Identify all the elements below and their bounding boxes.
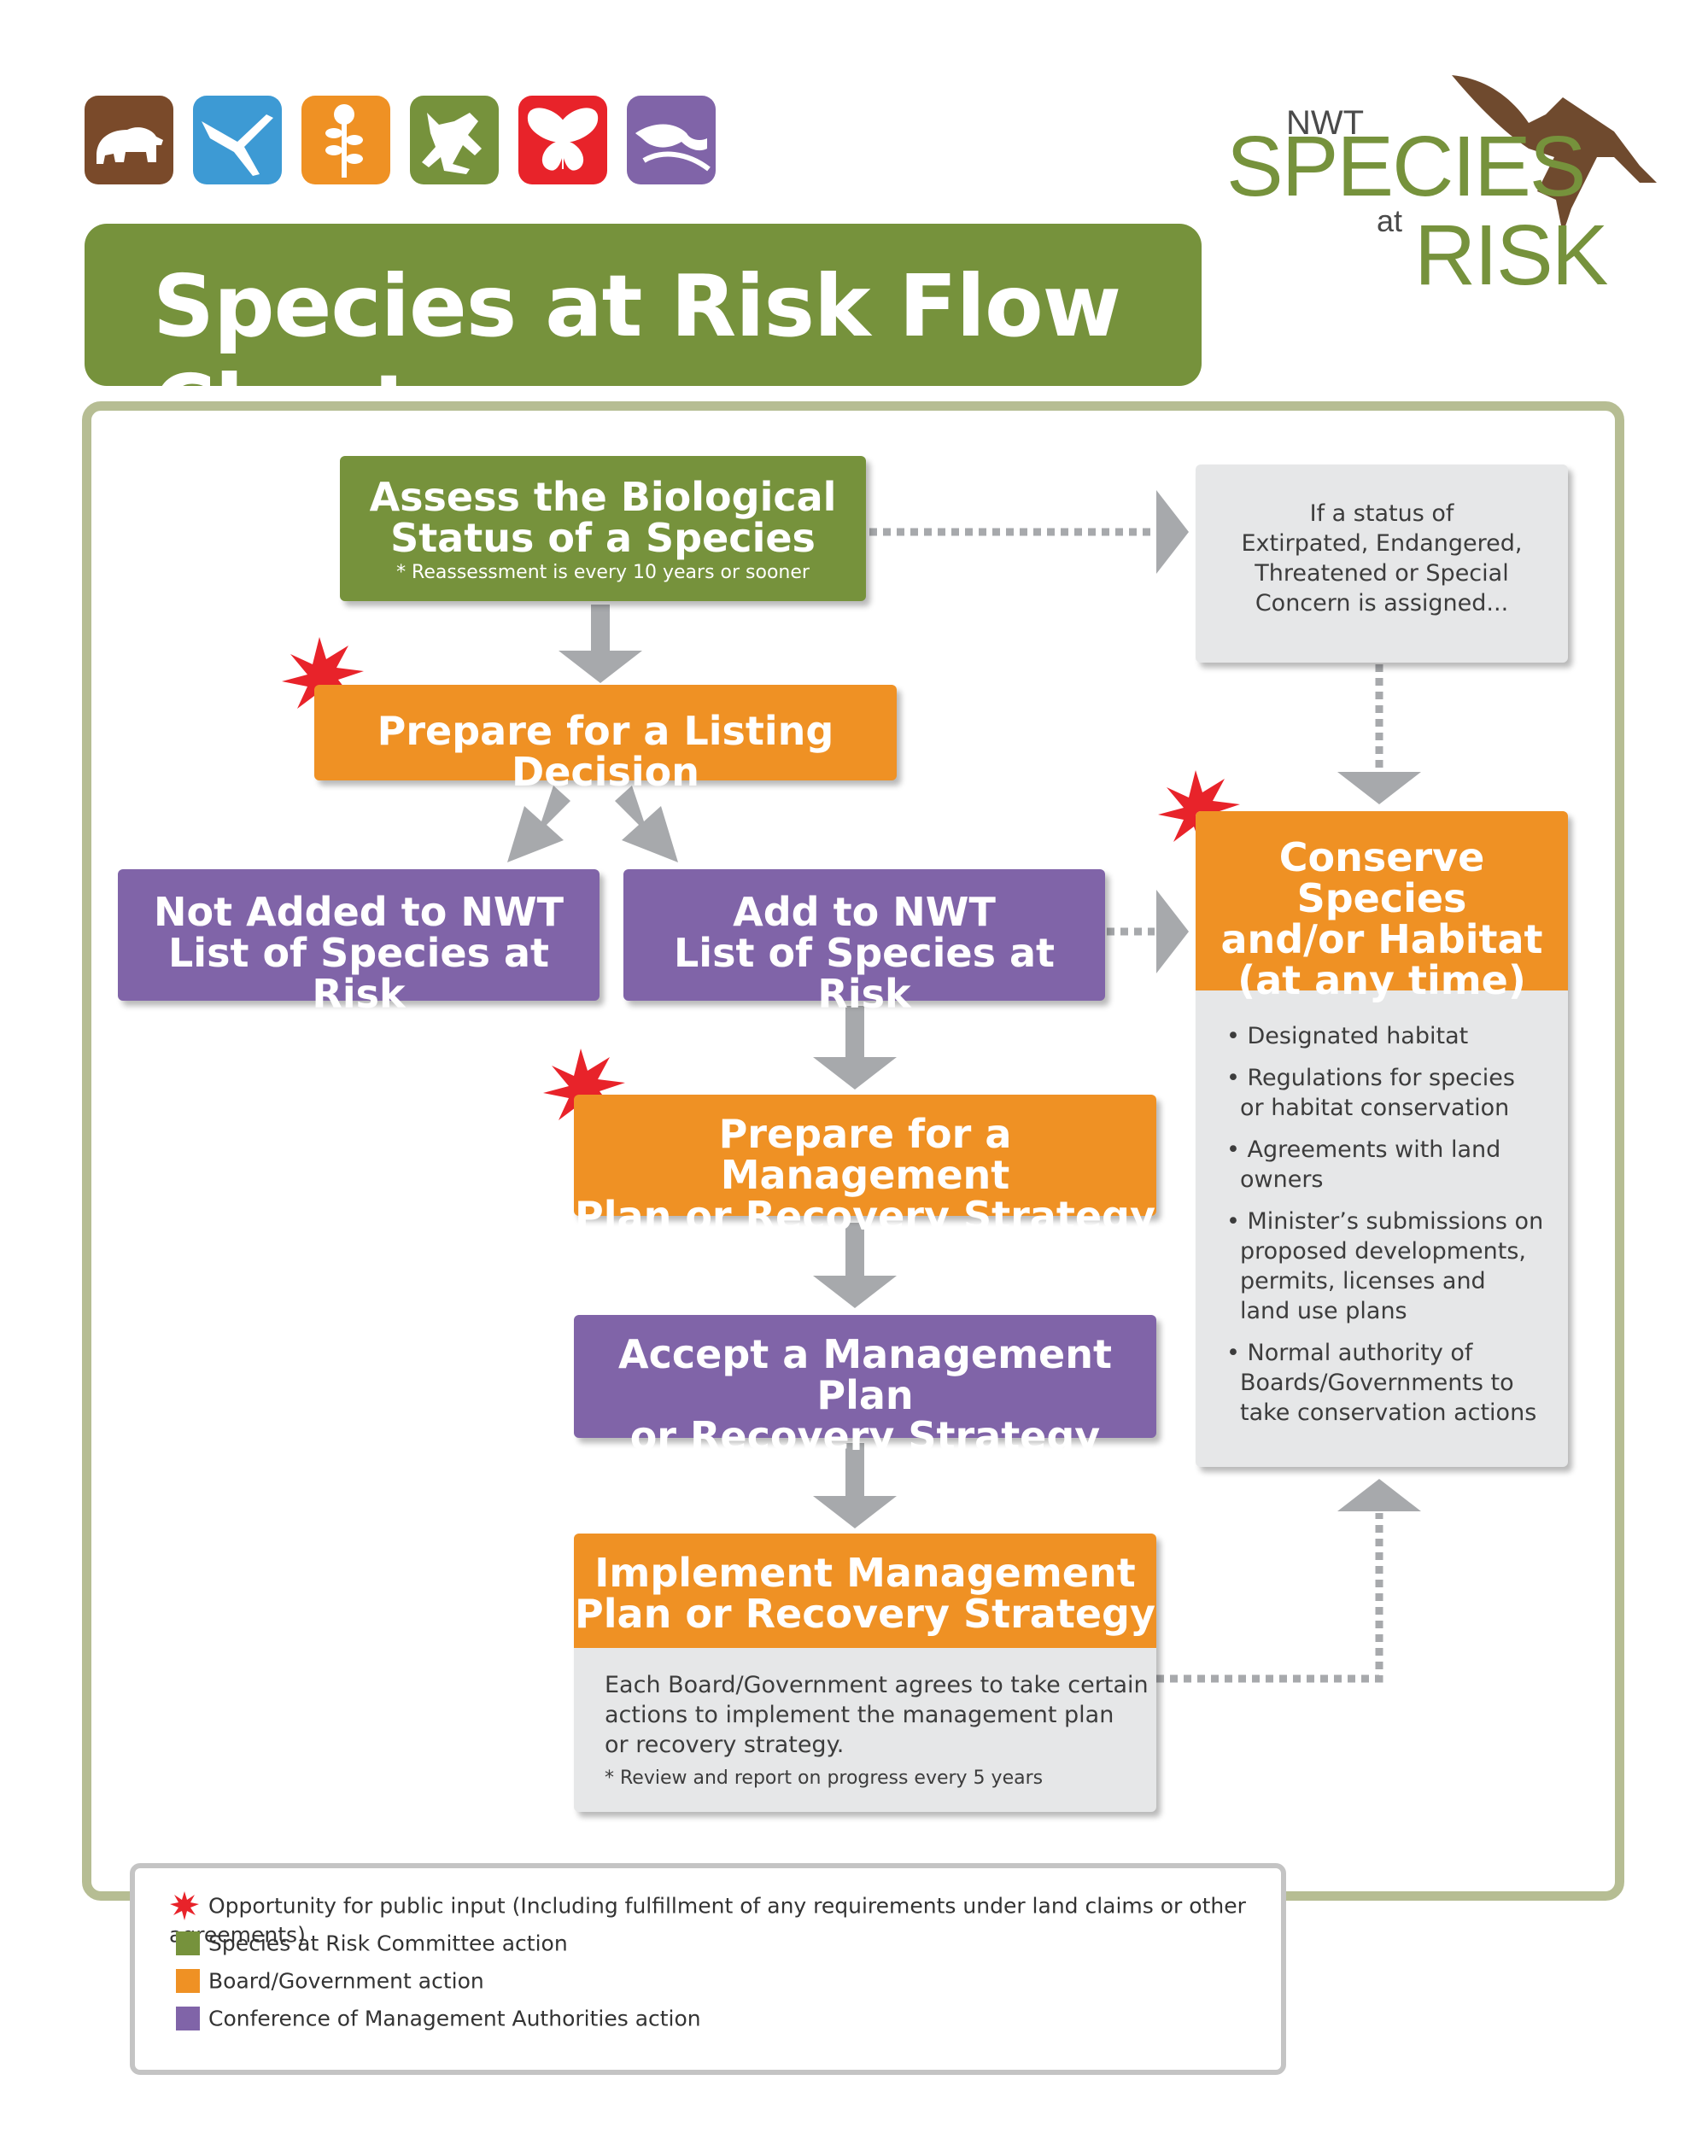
node-status-line3: Threatened or Special [1255, 560, 1509, 587]
conserve-bullet-line: take conservation actions [1240, 1399, 1537, 1426]
arrow-assess-to-status-head [1156, 490, 1189, 574]
arrow-listing-to-not-added [507, 786, 570, 862]
conserve-bullet-item: • Normal authority of Boards/Governments… [1226, 1338, 1568, 1428]
arrow-assess-to-listing [591, 605, 610, 656]
node-not-added-line2: List of Species at Risk [167, 930, 549, 1017]
node-listing-label: Prepare for a Listing Decision [377, 708, 834, 795]
arrow-implement-to-conserve-head [1337, 1479, 1421, 1511]
plant-icon [301, 96, 390, 184]
arrow-prepare-to-accept [845, 1223, 864, 1277]
starburst-icon-prepare-plan [543, 1049, 625, 1129]
conserve-bullet-item: • Minister’s submissions on proposed dev… [1226, 1207, 1568, 1326]
node-accept-plan-line1: Accept a Management Plan [618, 1331, 1112, 1418]
arrow-accept-to-implement-head [813, 1496, 897, 1528]
node-conserve-header: Conserve Species and/or Habitat (at any … [1196, 811, 1568, 1001]
legend-conference: Conference of Management Authorities act… [208, 2006, 701, 2031]
node-not-added: Not Added to NWT List of Species at Risk [118, 869, 600, 1014]
node-implement-header: Implement Management Plan or Recovery St… [574, 1534, 1156, 1648]
arrow-add-to-prepare-head [813, 1057, 897, 1090]
logo-nwt: NWT [1286, 104, 1365, 142]
starburst-icon-conserve [1158, 770, 1240, 850]
legend: Opportunity for public input (Including … [130, 1863, 1286, 2075]
node-status-line2: Extirpated, Endangered, [1241, 530, 1523, 557]
node-implement-note: * Review and report on progress every 5 … [605, 1767, 1044, 1789]
conserve-bullet-line: owners [1240, 1166, 1324, 1193]
node-conserve-line1: Conserve Species [1278, 834, 1485, 921]
arrow-accept-to-implement [845, 1443, 864, 1498]
conserve-bullet-item: • Agreements with land owners [1226, 1135, 1568, 1195]
raven-logo-icon [1452, 75, 1657, 234]
node-assess-note: * Reassessment is every 10 years or soon… [396, 562, 810, 583]
conserve-bullet-line: proposed developments, [1240, 1238, 1526, 1265]
node-accept-plan: Accept a Management Plan or Recovery Str… [574, 1315, 1156, 1457]
legend-row-board: Board/Government action [176, 1967, 484, 1994]
arrow-listing-to-add [615, 786, 678, 862]
node-status: If a status of Extirpated, Endangered, T… [1196, 465, 1568, 663]
starburst-icon [170, 1891, 199, 1920]
arrow-prepare-to-accept-head [813, 1276, 897, 1308]
legend-committee: Species at Risk Committee action [208, 1931, 568, 1956]
node-add-line1: Add to NWT [733, 889, 996, 935]
conserve-bullet-line: permits, licenses and [1240, 1268, 1486, 1294]
butterfly-icon [518, 96, 607, 184]
node-accept-plan-line2: or Recovery Strategy [629, 1413, 1101, 1459]
logo-species: SPECIES [1226, 119, 1586, 214]
node-add: Add to NWT List of Species at Risk [623, 869, 1105, 1014]
node-add-line2: List of Species at Risk [673, 930, 1055, 1017]
arrow-add-to-prepare [845, 1006, 864, 1060]
conserve-bullet-line: • Normal authority of [1226, 1340, 1473, 1366]
conserve-bullet-line: • Regulations for species [1226, 1065, 1515, 1091]
conserve-bullet-list: • Designated habitat • Regulations for sp… [1196, 990, 1568, 1428]
node-implement-line2: Plan or Recovery Strategy [575, 1591, 1155, 1637]
node-prepare-plan: Prepare for a Management Plan or Recover… [574, 1095, 1156, 1236]
bird-icon [193, 96, 282, 184]
node-status-line4: Concern is assigned... [1255, 590, 1509, 616]
fish-icon [627, 96, 716, 184]
node-implement-body3: or recovery strategy. [605, 1732, 845, 1758]
node-implement: Implement Management Plan or Recovery St… [574, 1534, 1156, 1812]
conserve-bullet-line: • Designated habitat [1226, 1023, 1469, 1049]
conserve-bullet-line: • Agreements with land [1226, 1136, 1501, 1163]
conserve-bullet-line: • Minister’s submissions on [1226, 1208, 1544, 1235]
conserve-bullet-line: land use plans [1240, 1298, 1407, 1324]
node-assess-line2: Status of a Species [390, 515, 816, 561]
conserve-bullet-line: Boards/Governments to [1240, 1370, 1514, 1396]
logo-at: at [1377, 203, 1403, 238]
legend-swatch-green [176, 1931, 200, 1955]
node-assess: Assess the Biological Status of a Specie… [340, 456, 866, 601]
node-implement-body2: actions to implement the management plan [605, 1702, 1114, 1728]
logo-risk: RISK [1414, 207, 1608, 303]
logo: NWT SPECIES at RISK [1221, 55, 1665, 311]
legend-swatch-orange [176, 1969, 200, 1993]
arrow-assess-to-listing-head [559, 651, 642, 683]
node-conserve: Conserve Species and/or Habitat (at any … [1196, 811, 1568, 1467]
node-prepare-plan-line2: Plan or Recovery Strategy [575, 1193, 1155, 1239]
bear-icon [85, 96, 173, 184]
node-status-line1: If a status of [1309, 500, 1454, 527]
legend-row-conference: Conference of Management Authorities act… [176, 2005, 701, 2031]
arrow-add-to-conserve-head [1156, 890, 1189, 973]
node-listing: Prepare for a Listing Decision [314, 685, 897, 792]
legend-board: Board/Government action [208, 1968, 484, 1994]
node-not-added-line1: Not Added to NWT [154, 889, 564, 935]
legend-swatch-purple [176, 2007, 200, 2030]
arrow-status-to-conserve-head [1337, 772, 1421, 804]
node-assess-line1: Assess the Biological [369, 474, 837, 520]
conserve-bullet-item: • Regulations for species or habitat con… [1226, 1063, 1568, 1123]
node-prepare-plan-line1: Prepare for a Management [718, 1111, 1012, 1198]
starburst-icon-listing [282, 637, 364, 717]
conserve-bullet-line: or habitat conservation [1240, 1095, 1510, 1121]
frog-icon [410, 96, 499, 184]
legend-row-committee: Species at Risk Committee action [176, 1930, 568, 1956]
node-implement-line1: Implement Management [594, 1550, 1136, 1596]
title-bar: Species at Risk Flow Chart [85, 224, 1202, 456]
node-implement-body: Each Board/Government agrees to take cer… [574, 1648, 1156, 1793]
node-implement-body1: Each Board/Government agrees to take cer… [605, 1672, 1149, 1698]
conserve-bullet-item: • Designated habitat [1226, 1021, 1568, 1051]
node-conserve-line2: and/or Habitat [1220, 916, 1543, 962]
node-conserve-line3: (at any time) [1237, 957, 1526, 1003]
